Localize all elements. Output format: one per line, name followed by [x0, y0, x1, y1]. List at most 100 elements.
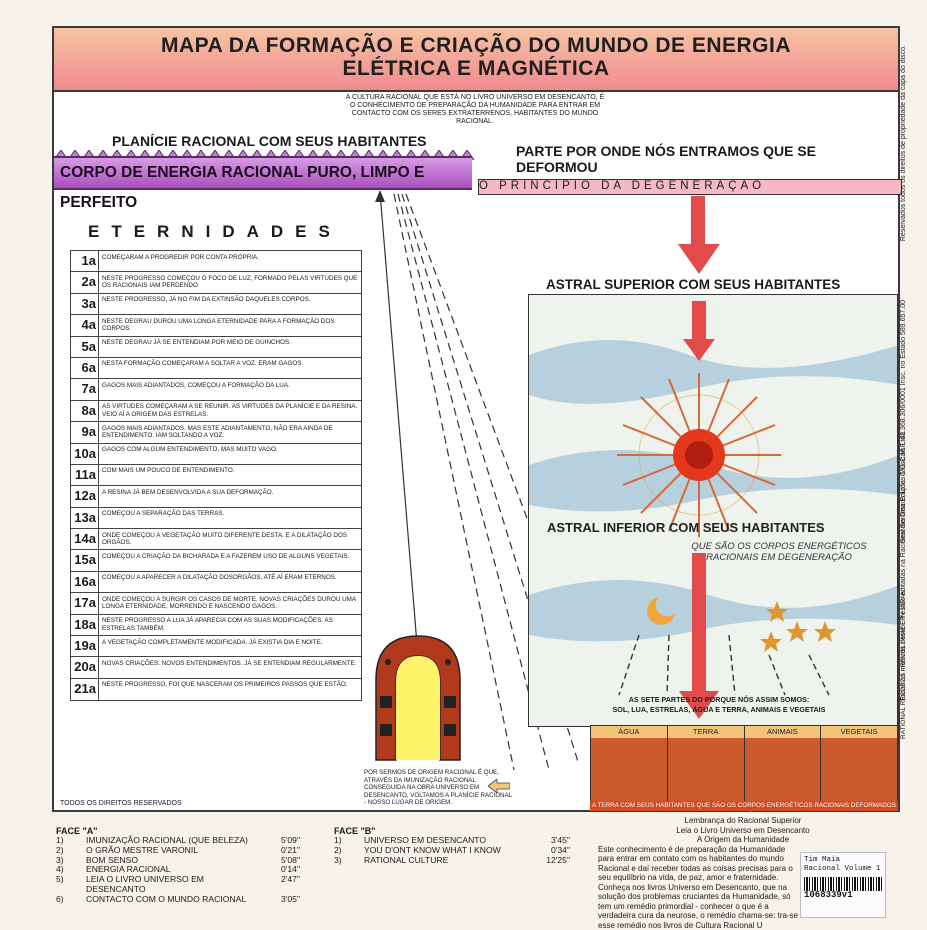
- lembranca-head-1: Lembrança do Racional Superior: [598, 816, 888, 826]
- eternity-number: 7a: [71, 379, 99, 399]
- corpo-band: CORPO DE ENERGIA RACIONAL PURO, LIMPO E …: [54, 156, 472, 190]
- face-a-tracks: 1)IMUNIZAÇÃO RACIONAL (Que Beleza)5'09"2…: [56, 836, 300, 905]
- eternity-number: 3a: [71, 294, 99, 314]
- eternity-number: 12a: [71, 486, 99, 506]
- eternity-description: Gagos mais adiantados. Mas este adiantam…: [99, 422, 361, 442]
- earth-panel: VEGETAIS: [821, 726, 897, 810]
- eternity-number: 11a: [71, 465, 99, 485]
- track-number: 3): [334, 856, 364, 866]
- table-row: 15aComeçou a criação da bicharada e a fa…: [71, 550, 361, 571]
- earth-panel: TERRA: [668, 726, 745, 810]
- earth-panel: ANIMAIS: [745, 726, 822, 810]
- eternity-description: Nesta formação começaram a soltar a voz.…: [99, 358, 361, 378]
- lembranca-heading: Lembrança do Racional Superior Leia o Li…: [598, 816, 888, 845]
- eternity-description: Começou a aparecer a dilatação dosorgãos…: [99, 572, 361, 592]
- panel-caption: A TERRA COM SEUS HABITANTES QUE SÃO OS C…: [590, 801, 898, 811]
- table-row: 14aOnde começou a vegetação muito difere…: [71, 529, 361, 550]
- table-row: 2aNeste progresso começou o foco de luz,…: [71, 272, 361, 293]
- face-a-tracklist: FACE "A" 1)IMUNIZAÇÃO RACIONAL (Que Bele…: [56, 826, 300, 905]
- table-row: 18aNeste progresso a lua já aparecia com…: [71, 615, 361, 636]
- parte-heading: PARTE POR ONDE NÓS ENTRAMOS QUE SE DEFOR…: [516, 143, 898, 175]
- sete-partes-text: AS SETE PARTES DO PORQUE NÓS ASSIM SOMOS…: [559, 695, 879, 715]
- track-number: 5): [56, 875, 86, 895]
- eternity-description: Neste degrau já se entendiam por meio de…: [99, 337, 361, 357]
- direitos-text: TODOS OS DIREITOS RESERVADOS: [60, 800, 182, 807]
- eternity-description: A vegetação completamente modificada. Já…: [99, 636, 361, 656]
- table-row: 11aCom mais um pouco de entendimento.: [71, 465, 361, 486]
- eternity-description: Neste progresso, já no fim da extinsão d…: [99, 294, 361, 314]
- eternity-description: Onde começou a vegetação muito diferente…: [99, 529, 361, 549]
- table-row: 3aNeste progresso, já no fim da extinsão…: [71, 294, 361, 315]
- panel-label: ÁGUA: [591, 726, 667, 738]
- table-row: 6aNesta formação começaram a soltar a vo…: [71, 358, 361, 379]
- eternity-number: 18a: [71, 615, 99, 635]
- earth-panel: ÁGUA: [591, 726, 668, 810]
- barcode: [804, 877, 882, 891]
- eternity-description: Começou a separação das terras.: [99, 508, 361, 528]
- table-row: 21aNeste progresso, foi que nasceram os …: [71, 679, 361, 700]
- track-title: RATIONAL CULTURE: [364, 856, 530, 866]
- track-duration: 2'47": [260, 875, 300, 895]
- eternity-number: 20a: [71, 657, 99, 677]
- eternity-number: 21a: [71, 679, 99, 700]
- map-chart: MAPA DA FORMAÇÃO E CRIAÇÃO DO MUNDO DE E…: [52, 26, 900, 812]
- table-row: 1aComeçaram a progredir por conta própri…: [71, 251, 361, 272]
- lembranca-head-2: Leia o Livro Universo em Desencanto: [598, 826, 888, 836]
- left-arrow-icon: [488, 779, 510, 793]
- catalog-sticker: Tim Maia Racional Volume 1 1068339v1: [800, 852, 886, 918]
- track-duration: 12'25": [530, 856, 570, 866]
- sete-partes-line-1: AS SETE PARTES DO PORQUE NÓS ASSIM SOMOS…: [559, 695, 879, 705]
- eternity-number: 14a: [71, 529, 99, 549]
- track-number: 6): [56, 895, 86, 905]
- eternity-number: 13a: [71, 508, 99, 528]
- cosmos-painting: ASTRAL INFERIOR COM SEUS HABITANTES QUE …: [528, 294, 898, 727]
- eternity-description: Gagos mais adiantados, começou a formaçã…: [99, 379, 361, 399]
- eternity-number: 16a: [71, 572, 99, 592]
- table-row: 16aComeçou a aparecer a dilatação dosorg…: [71, 572, 361, 593]
- eternity-description: Novas criações. Novos entendimentos. Já …: [99, 657, 361, 677]
- sete-partes-line-2: SOL, LUA, ESTRELAS, ÁGUA E TERRA, ANIMAI…: [559, 705, 879, 715]
- eternity-number: 10a: [71, 444, 99, 464]
- panel-label: TERRA: [668, 726, 744, 738]
- track-title: LEIA O LIVRO UNIVERSO EM DESENCANTO: [86, 875, 260, 895]
- table-row: 17aOnde começou a surgir os casos de mor…: [71, 593, 361, 614]
- eternity-description: Neste progresso começou o foco de luz, f…: [99, 272, 361, 292]
- panel-label: VEGETAIS: [821, 726, 897, 738]
- sticker-album: Racional Volume 1: [804, 865, 882, 874]
- eternity-number: 2a: [71, 272, 99, 292]
- eternity-number: 4a: [71, 315, 99, 335]
- table-row: 7aGagos mais adiantados, começou a forma…: [71, 379, 361, 400]
- eternity-description: As virtudes começaram a se reunir. As vi…: [99, 401, 361, 421]
- sticker-code: 1068339v1: [804, 891, 882, 900]
- table-row: 8aAs virtudes começaram a se reunir. As …: [71, 401, 361, 422]
- lembranca-head-3: A Origem da Humanidade: [598, 835, 888, 845]
- table-row: 4aNeste degrau durou uma longa eternidad…: [71, 315, 361, 336]
- eternity-description: Onde começou a surgir os casos de morte.…: [99, 593, 361, 613]
- intro-text: A CULTURA RACIONAL QUE ESTÁ NO LIVRO UNI…: [344, 94, 606, 126]
- eternity-number: 1a: [71, 251, 99, 271]
- eternity-number: 15a: [71, 550, 99, 570]
- eternity-description: Começou a criação da bicharada e a fazer…: [99, 550, 361, 570]
- eternity-description: Com mais um pouco de entendimento.: [99, 465, 361, 485]
- eternity-number: 17a: [71, 593, 99, 613]
- eternity-number: 8a: [71, 401, 99, 421]
- table-row: 5aNeste degrau já se entendiam por meio …: [71, 337, 361, 358]
- eternity-number: 19a: [71, 636, 99, 656]
- eternity-number: 6a: [71, 358, 99, 378]
- table-row: 20aNovas criações. Novos entendimentos. …: [71, 657, 361, 678]
- eternity-description: A resina já bem desenvolvida a sua defor…: [99, 486, 361, 506]
- eternities-table: 1aComeçaram a progredir por conta própri…: [70, 250, 362, 701]
- eternidades-heading: ETERNIDADES: [88, 222, 342, 242]
- eternity-description: Neste progresso, foi que nasceram os pri…: [99, 679, 361, 700]
- side-rights-text: Reservados todos os direitos de propried…: [900, 45, 920, 241]
- eternity-number: 9a: [71, 422, 99, 442]
- table-row: 9aGagos mais adiantados. Mas este adiant…: [71, 422, 361, 443]
- title-band: MAPA DA FORMAÇÃO E CRIAÇÃO DO MUNDO DE E…: [54, 28, 898, 92]
- sticker-artist: Tim Maia: [804, 856, 882, 865]
- corpos-degeneracao-text: QUE SÃO OS CORPOS ENERGÉTICOS RACIONAIS …: [679, 541, 879, 563]
- track-duration: 3'05": [260, 895, 300, 905]
